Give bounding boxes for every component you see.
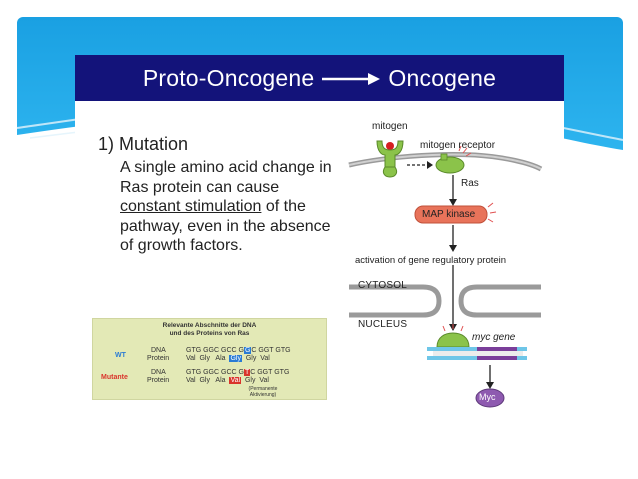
label-myc-protein: Myc [479, 392, 496, 402]
myc-gene-segment [477, 347, 517, 351]
title-left: Proto-Oncogene [142, 64, 315, 91]
label-nucleus: NUCLEUS [358, 319, 408, 330]
label-cytosol: CYTOSOL [358, 280, 408, 291]
slide-title: Proto-Oncogene Oncogene [75, 55, 564, 101]
label-mitogen: mitogen [372, 121, 408, 132]
wt-dna-label: DNA [151, 347, 166, 354]
body-part1: A single amino acid change in Ras protei… [120, 159, 332, 196]
label-activation: activation of gene regulatory protein [355, 255, 507, 266]
activation-note: (Permanente Aktivierung) [248, 386, 278, 398]
table-caption-line2: und des Proteins von Ras [169, 330, 250, 337]
map-kinase-box [414, 205, 488, 224]
label-myc-gene: myc gene [472, 332, 516, 343]
myc-protein-icon [475, 388, 505, 408]
wt-label: WT [115, 352, 126, 359]
gene-regulatory-protein-icon [436, 332, 470, 348]
label-ras: Ras [461, 178, 479, 189]
mut-dna-label: DNA [151, 369, 166, 376]
title-right: Oncogene [388, 64, 497, 91]
wt-dna-seq: GTG GGC GCC GGC GGT GTG [186, 347, 291, 354]
mut-dna-seq: GTG GGC GCC GTC GGT GTG [186, 369, 290, 376]
label-mitogen-receptor: mitogen receptor [420, 140, 496, 151]
mut-protein-seq: Val Gly Ala Val Gly Val [186, 377, 269, 384]
activation-spark-icon [458, 145, 472, 157]
body-underlined: constant stimulation [120, 198, 262, 215]
table-caption: Relevante Abschnitte der DNA und des Pro… [93, 322, 326, 338]
nuclear-envelope-right [458, 284, 541, 318]
table-caption-line1: Relevante Abschnitte der DNA [162, 322, 257, 329]
signaling-diagram [348, 140, 543, 408]
ras-protein-icon [435, 156, 465, 174]
mitogen-receptor-icon [376, 140, 404, 168]
section-heading: 1) Mutation [98, 134, 189, 154]
wt-protein-label: Protein [147, 355, 170, 362]
wt-protein-seq: Val Gly Ala Gly Gly Val [186, 355, 270, 362]
dna-comparison-table: Relevante Abschnitte der DNA und des Pro… [92, 318, 327, 400]
mut-protein-label: Protein [147, 377, 170, 384]
right-arrow-icon [322, 73, 381, 85]
body-text: A single amino acid change in Ras protei… [120, 158, 340, 256]
mitogen-dot-icon [386, 142, 394, 150]
body-part2: of the pathway, even in the absence of g… [120, 198, 331, 254]
mutant-label: Mutante [101, 374, 128, 381]
label-map-kinase: MAP kinase [422, 209, 476, 220]
nuclear-envelope-left [349, 284, 442, 318]
